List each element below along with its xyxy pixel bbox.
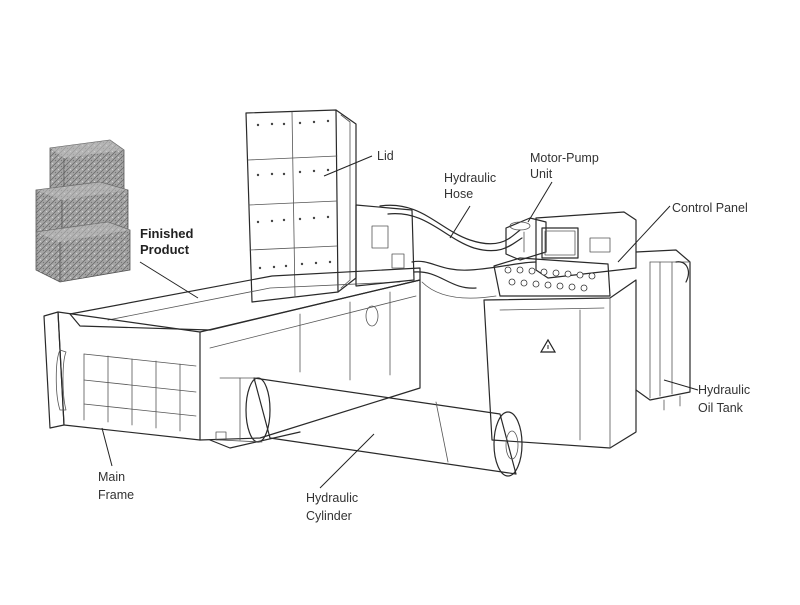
label-hydraulic-hose-line2: Hose	[444, 187, 473, 201]
leader-oil-tank	[663, 379, 699, 391]
labels: Finished Product Lid Hydraulic Hose Moto…	[98, 149, 750, 523]
leader-cylinder	[319, 433, 375, 489]
control-buttons	[504, 266, 596, 292]
label-finished-product-line2: Product	[140, 242, 190, 257]
label-main-frame-line1: Main	[98, 470, 125, 484]
label-oil-tank-line2: Oil Tank	[698, 401, 744, 415]
bale-bottom	[35, 221, 131, 283]
leader-main-frame	[101, 427, 113, 467]
leader-lines	[101, 155, 699, 489]
label-main-frame-line2: Frame	[98, 488, 134, 502]
label-hydraulic-hose-line1: Hydraulic	[444, 171, 496, 185]
label-motor-pump-line1: Motor-Pump	[530, 151, 599, 165]
label-control-panel: Control Panel	[672, 201, 748, 215]
motor-pump-unit	[505, 217, 547, 261]
leader-control-panel	[617, 205, 671, 263]
label-lid: Lid	[377, 149, 394, 163]
control-panel	[483, 211, 637, 449]
label-motor-pump-line2: Unit	[530, 167, 553, 181]
lid	[245, 109, 357, 303]
lid-bolts	[256, 119, 332, 270]
hydraulic-oil-tank	[635, 249, 691, 411]
leader-lid	[323, 155, 373, 177]
hydraulic-cylinder	[219, 377, 523, 477]
frame-grid	[83, 353, 197, 432]
label-oil-tank-line1: Hydraulic	[698, 383, 750, 397]
hydraulic-hoses	[379, 204, 537, 299]
finished-bales	[35, 139, 131, 283]
label-cylinder-line2: Cylinder	[306, 509, 352, 523]
label-finished-product-line1: Finished	[140, 226, 194, 241]
warning-triangle-icon	[539, 338, 557, 353]
leader-finished-product	[139, 261, 199, 299]
leader-motor-pump	[527, 181, 553, 223]
leader-hydraulic-hose	[449, 205, 471, 239]
label-cylinder-line1: Hydraulic	[306, 491, 358, 505]
